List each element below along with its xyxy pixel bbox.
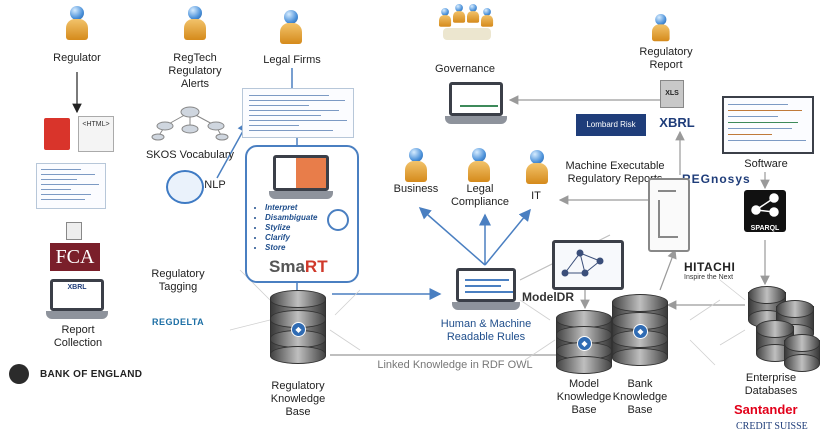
- smart-processing-box: Interpret Disambiguate Stylize Clarify S…: [245, 145, 359, 283]
- smart-magnifier-icon: [327, 209, 349, 231]
- human-machine-rules-label: Human & Machine Readable Rules: [440, 318, 532, 343]
- bank-knowledge-base-db-icon: ◆: [612, 294, 668, 366]
- regulator-label: Regulator: [53, 52, 101, 64]
- machine-executable-label: Machine Executable Regulatory Reports: [565, 160, 665, 185]
- xml-file-icon: [66, 222, 82, 240]
- executable-report-icon: [648, 178, 690, 252]
- html-icon-text: <HTML>: [82, 121, 110, 128]
- credit-suisse-logo: CREDIT SUISSE: [736, 421, 808, 432]
- xbrl-logo: XBRL: [659, 115, 695, 130]
- regulatory-report-label: Regulatory Report: [639, 46, 693, 71]
- lombard-risk-logo: Lombard Risk: [576, 114, 646, 136]
- smart-brand-suffix: RT: [304, 257, 328, 276]
- regulatory-knowledge-base-label: Regulatory Knowledge Base: [270, 380, 326, 418]
- pdf-file-icon: [44, 118, 70, 150]
- enterprise-db-icon-4: [784, 334, 820, 372]
- regtech-alerts-label: RegTech Regulatory Alerts: [168, 52, 222, 90]
- governance-label: Governance: [435, 63, 495, 75]
- smart-step: Store: [265, 243, 317, 253]
- business-person-icon: [405, 148, 427, 182]
- modeldr-logo: ModelDR: [522, 290, 574, 304]
- rules-to-business-arrow: [418, 207, 486, 266]
- smart-brand-logo: SmaRT: [269, 257, 328, 277]
- governance-laptop-icon: [445, 82, 507, 124]
- software-screen-icon: [722, 96, 814, 154]
- bank-of-england-seal-icon: [9, 364, 29, 384]
- software-label: Software: [744, 158, 788, 170]
- regulatory-report-person-icon: [652, 14, 670, 42]
- hitachi-tagline: Inspire the Next: [684, 274, 734, 281]
- regulator-person-icon: [66, 6, 88, 40]
- legal-document-thumbnail: [242, 88, 354, 138]
- legal-compliance-person-icon: [468, 148, 490, 182]
- xbrl-laptop-icon: XBRL: [46, 279, 108, 319]
- bankkb-to-exec-arrow: [659, 248, 677, 291]
- regdelta-logo: REGDELTA: [152, 317, 214, 339]
- xls-file-icon: XLS: [660, 80, 684, 108]
- rules-laptop-icon: [452, 268, 520, 310]
- report-collection-label: Report Collection: [53, 324, 103, 349]
- regulatory-knowledge-base-db-icon: ◆: [270, 290, 326, 364]
- smart-step: Stylize: [265, 223, 317, 233]
- smart-step: Interpret: [265, 203, 317, 213]
- model-knowledge-base-db-icon: ◆: [556, 310, 612, 374]
- rules-to-it-arrow: [484, 208, 531, 266]
- smart-step: Clarify: [265, 233, 317, 243]
- legal-firms-label: Legal Firms: [263, 54, 321, 66]
- business-label: Business: [393, 183, 439, 195]
- regulatory-tagging-label: Regulatory Tagging: [151, 268, 205, 293]
- legal-firms-person-icon: [280, 10, 302, 44]
- legal-compliance-label: Legal Compliance: [450, 183, 510, 208]
- model-graph-screen-icon: [552, 240, 624, 290]
- skos-graph-icon: [151, 106, 229, 141]
- bank-knowledge-base-label: Bank Knowledge Base: [612, 378, 668, 416]
- fca-logo: FCA: [50, 243, 100, 271]
- santander-logo: Santander: [734, 402, 798, 417]
- smart-laptop-icon: [269, 155, 333, 199]
- smart-step: Disambiguate: [265, 213, 317, 223]
- bank-of-england-label: BANK OF ENGLAND: [40, 369, 143, 380]
- xbrl-small-text: XBRL: [67, 284, 87, 291]
- hitachi-logo: HITACHI: [684, 260, 736, 274]
- regdelta-text: REGDELTA: [152, 317, 205, 327]
- skos-vocabulary-label: SKOS Vocabulary: [145, 149, 235, 161]
- model-knowledge-base-label: Model Knowledge Base: [556, 378, 612, 416]
- linked-knowledge-label: Linked Knowledge in RDF OWL: [377, 359, 533, 371]
- smart-brand-prefix: Sma: [269, 257, 305, 276]
- it-label: IT: [531, 190, 541, 202]
- html-file-icon: <HTML>: [78, 116, 114, 152]
- nlp-label: NLP: [204, 179, 226, 191]
- nlp-brain-icon: [166, 170, 204, 204]
- governance-meeting-icon: [437, 2, 497, 50]
- smart-steps-list: Interpret Disambiguate Stylize Clarify S…: [247, 203, 317, 253]
- enterprise-databases-label: Enterprise Databases: [744, 372, 798, 397]
- source-document-thumbnail: [36, 163, 106, 209]
- sparql-text: SPARQL: [750, 225, 780, 232]
- regnosys-logo: REGnosys: [682, 172, 751, 186]
- sparql-logo-icon: SPARQL: [744, 190, 786, 232]
- it-person-icon: [526, 150, 548, 184]
- regtech-person-icon: [184, 6, 206, 40]
